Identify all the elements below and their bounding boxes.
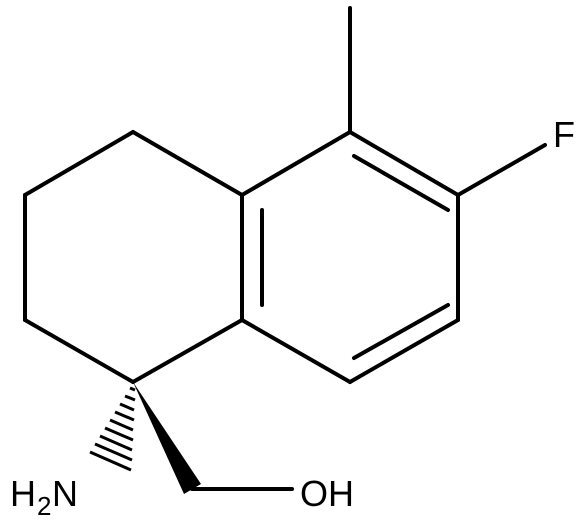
amine-label: H 2 N [10, 473, 78, 521]
hashed-wedge-bond-nh2 [89, 386, 136, 472]
bond-c1-c8a [131, 318, 244, 384]
bond-fluoro [456, 143, 547, 197]
bond-ar-c5-c6-inner [352, 154, 450, 212]
bond-ar-c8-c8a [240, 318, 352, 384]
svg-text:N: N [52, 473, 78, 514]
bond-c2-c1 [23, 318, 135, 384]
bond-ar-c7-c8-inner [352, 303, 450, 360]
svg-text:2: 2 [37, 491, 51, 521]
bond-ar-c4a-c5 [240, 130, 352, 197]
bond-ar-c5-c6 [348, 130, 460, 197]
svg-text:H: H [10, 473, 36, 514]
hydroxyl-label: OH [300, 473, 354, 514]
bond-c4a-c4 [131, 130, 244, 197]
bond-ar-c7-c8 [348, 318, 460, 384]
fluorine-atom-label: F [553, 114, 575, 155]
wedge-bond-ch2 [133, 382, 201, 494]
bond-c4-c3 [23, 130, 135, 197]
